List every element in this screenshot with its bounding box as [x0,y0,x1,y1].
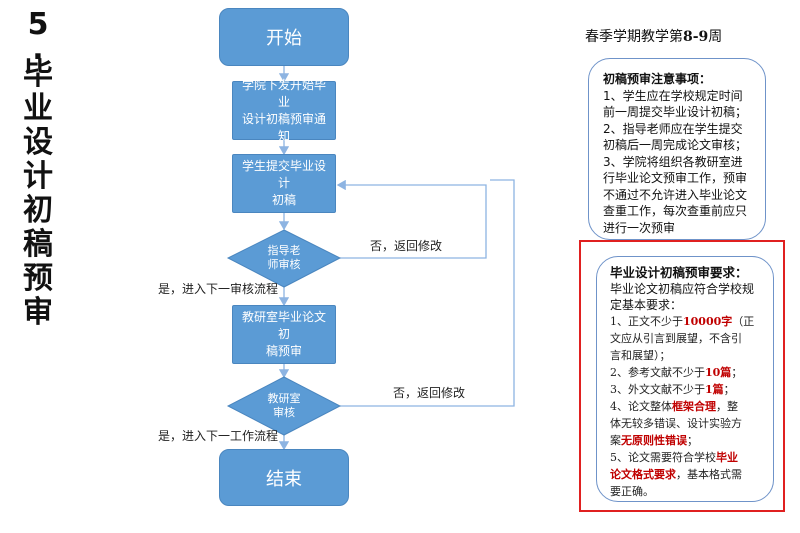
pass2-label: 是，进入下一工作流程 [158,429,279,443]
loop-reject2 [340,179,515,407]
schedule-text: 春季学期教学第8-9周 [585,29,723,45]
decision1-diamond [226,229,342,288]
reject2-label: 否，返回修改 [393,386,466,400]
decision1-label: 指导老师审核 [267,244,301,271]
step-submit-draft: 学生提交毕业设计初稿 [232,154,336,213]
decision2-diamond [226,376,342,436]
reject1-label: 否，返回修改 [370,239,443,253]
step-office-review: 教研室毕业论文初稿预审 [232,305,336,364]
requirements-panel: 毕业设计初稿预审要求： 毕业论文初稿应符合学校规 定基本要求： 1、正文不少于1… [596,256,774,502]
step-notify: 学院下发开始毕业设计初稿预审通知 [232,78,336,143]
decision2-label: 教研室审核 [267,392,301,419]
loop-reject1 [336,179,487,259]
start-node: 开始 [219,8,349,66]
requirements-heading: 毕业设计初稿预审要求： [610,265,748,280]
notice-heading: 初稿预审注意事项： [603,72,712,86]
page-title: 5.毕业设计初稿预审 [23,7,53,330]
pass1-label: 是，进入下一审核流程 [158,282,279,296]
requirements-frame [579,240,785,512]
notice-panel: 初稿预审注意事项： 1、学生应在学校规定时间 前一周提交毕业设计初稿； 2、指导… [588,58,766,240]
end-node: 结束 [219,449,349,506]
